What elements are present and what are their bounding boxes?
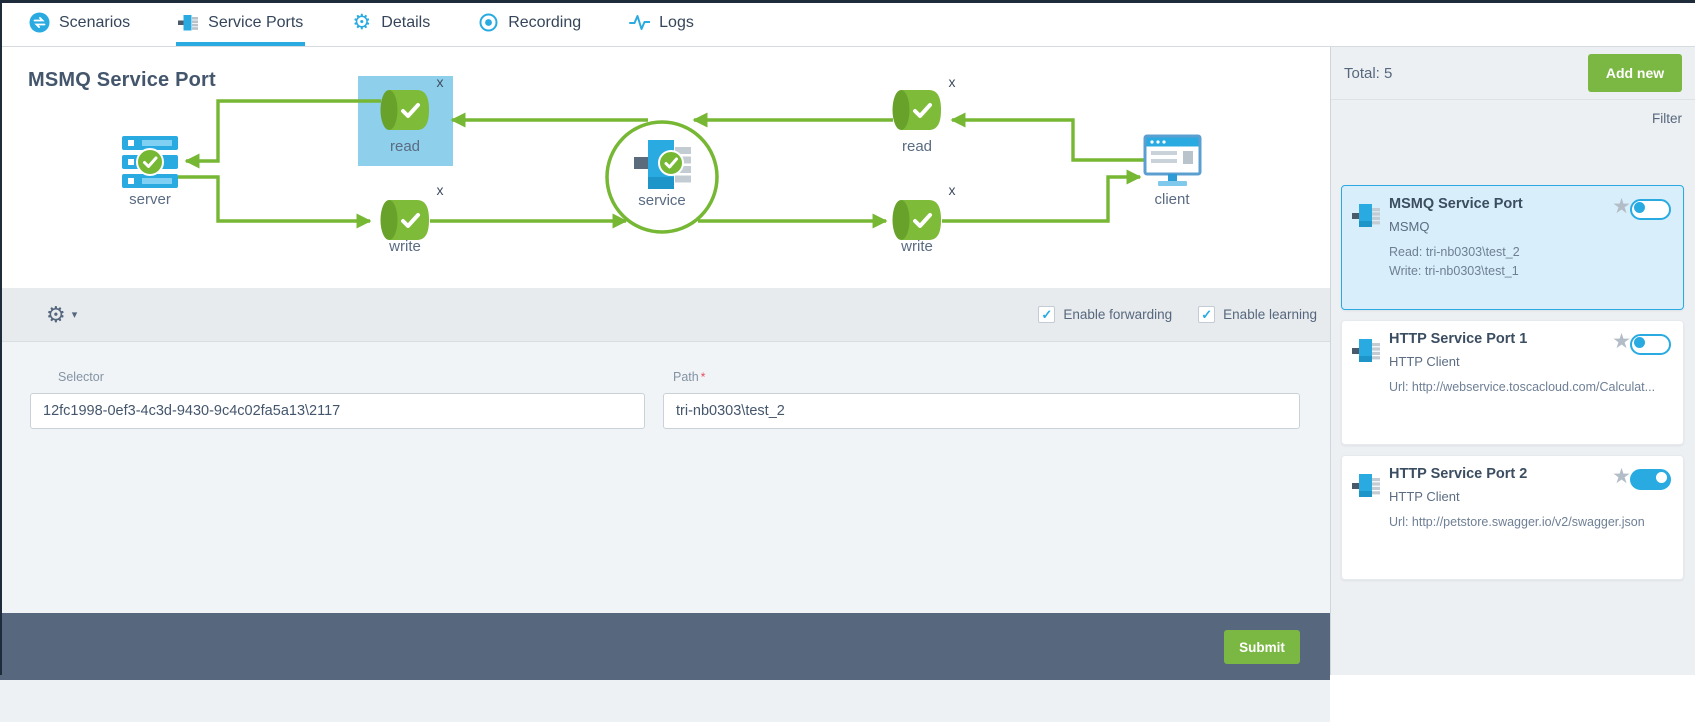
- tab-details[interactable]: ⚙ Details: [349, 3, 432, 46]
- selector-input[interactable]: [30, 393, 645, 429]
- card-read-path: Read: tri-nb0303\test_2: [1389, 245, 1520, 259]
- favorite-star-icon[interactable]: ★: [1612, 330, 1631, 353]
- card-title: HTTP Service Port 2: [1389, 466, 1528, 482]
- gear-icon: ⚙: [352, 11, 372, 34]
- diagram-toolbar: ⚙ ▾ ✓ Enable forwarding ✓ Enable learnin…: [0, 288, 1330, 342]
- chevron-down-icon: ▾: [71, 309, 78, 321]
- write-queue-left-node[interactable]: write x: [380, 182, 444, 255]
- enable-learning-label: Enable learning: [1223, 307, 1317, 322]
- tab-scenarios[interactable]: Scenarios: [27, 3, 132, 46]
- remove-node-button[interactable]: x: [949, 182, 956, 198]
- read-queue-left-node[interactable]: read x: [380, 74, 444, 155]
- service-node[interactable]: service: [605, 120, 719, 234]
- required-asterisk: *: [700, 370, 706, 384]
- service-port-plug-icon: [634, 140, 691, 189]
- add-new-button[interactable]: Add new: [1588, 54, 1682, 92]
- remove-node-button[interactable]: x: [437, 182, 444, 198]
- service-port-card-http-2[interactable]: HTTP Service Port 2 HTTP Client Url: htt…: [1341, 455, 1684, 580]
- card-url: Url: http://webservice.toscacloud.com/Ca…: [1389, 380, 1656, 394]
- filter-control[interactable]: Filter: [1652, 111, 1682, 126]
- card-subtitle: HTTP Client: [1389, 354, 1460, 369]
- card-subtitle: MSMQ: [1389, 219, 1430, 234]
- write-left-label: write: [388, 238, 421, 255]
- toggle-knob: [1656, 472, 1667, 483]
- service-port-plug-icon: [1352, 202, 1382, 234]
- read-queue-right-node[interactable]: read x: [892, 74, 956, 155]
- card-title: HTTP Service Port 1: [1389, 331, 1528, 347]
- read-left-label: read: [390, 138, 420, 155]
- tab-label: Logs: [659, 13, 694, 31]
- server-label: server: [129, 191, 171, 208]
- selector-field-label: Selector: [58, 370, 104, 384]
- client-label: client: [1154, 191, 1190, 208]
- card-title: MSMQ Service Port: [1389, 196, 1523, 212]
- scenarios-sync-icon: [29, 12, 50, 33]
- enable-learning-checkbox[interactable]: ✓: [1198, 306, 1216, 323]
- submit-button[interactable]: Submit: [1224, 630, 1300, 664]
- read-right-label: read: [902, 138, 932, 155]
- remove-node-button[interactable]: x: [949, 74, 956, 90]
- write-queue-right-node[interactable]: write x: [892, 182, 956, 255]
- logs-pulse-icon: [629, 12, 651, 33]
- service-port-diagram: MSMQ Service Port: [0, 47, 1330, 288]
- enable-forwarding-label: Enable forwarding: [1063, 307, 1173, 322]
- tab-label: Details: [381, 13, 431, 31]
- favorite-star-icon[interactable]: ★: [1612, 195, 1631, 218]
- top-navigation: Scenarios Service Ports ⚙ Details Record…: [0, 3, 1695, 47]
- card-enable-toggle[interactable]: [1630, 199, 1671, 220]
- diagram-canvas: server read x write x: [122, 74, 1202, 255]
- path-input[interactable]: [663, 393, 1300, 429]
- client-monitor-icon: [1143, 134, 1202, 186]
- path-field-label: Path*: [673, 370, 706, 384]
- service-ports-sidebar: Total: 5 Add new Filter MSMQ Service Por…: [1330, 47, 1695, 675]
- service-port-card-http-1[interactable]: HTTP Service Port 1 HTTP Client Url: htt…: [1341, 320, 1684, 445]
- server-icon: [122, 136, 178, 188]
- window-top-edge: [0, 0, 1695, 3]
- card-url: Url: http://petstore.swagger.io/v2/swagg…: [1389, 515, 1645, 529]
- service-port-form: Selector Path*: [0, 342, 1330, 613]
- total-count-label: Total: 5: [1344, 64, 1393, 82]
- toggle-knob: [1634, 202, 1645, 213]
- service-port-plug-icon: [1352, 337, 1382, 369]
- window-left-edge: [0, 0, 2, 675]
- connection-arrows: [178, 99, 1146, 229]
- client-node[interactable]: client: [1143, 134, 1202, 208]
- favorite-star-icon[interactable]: ★: [1612, 465, 1631, 488]
- main-panel: MSMQ Service Port: [0, 47, 1330, 722]
- service-port-plug-icon: [1352, 472, 1382, 504]
- service-port-plug-icon: [178, 12, 199, 33]
- tab-recording[interactable]: Recording: [476, 3, 583, 46]
- remove-node-button[interactable]: x: [437, 74, 444, 90]
- tab-service-ports[interactable]: Service Ports: [176, 3, 306, 46]
- server-node[interactable]: server: [122, 136, 178, 208]
- arrow-client-to-read: [950, 112, 1146, 162]
- sidebar-header: Total: 5 Add new: [1331, 47, 1695, 100]
- tab-label: Recording: [508, 13, 582, 31]
- card-write-path: Write: tri-nb0303\test_1: [1389, 264, 1519, 278]
- tab-label: Scenarios: [59, 13, 131, 31]
- tab-label: Service Ports: [208, 13, 304, 31]
- arrow-write-to-client: [942, 169, 1142, 223]
- card-enable-toggle[interactable]: [1630, 469, 1671, 490]
- gear-icon: ⚙: [46, 301, 66, 327]
- tab-logs[interactable]: Logs: [627, 3, 696, 46]
- settings-dropdown-button[interactable]: ⚙ ▾: [46, 301, 78, 327]
- arrow-read-to-server: [184, 99, 381, 169]
- card-enable-toggle[interactable]: [1630, 334, 1671, 355]
- service-label: service: [638, 192, 686, 209]
- arrow-server-to-write: [178, 175, 372, 229]
- form-footer-bar: Submit: [0, 613, 1330, 680]
- card-subtitle: HTTP Client: [1389, 489, 1460, 504]
- page-title: MSMQ Service Port: [28, 69, 216, 91]
- record-icon: [478, 12, 499, 33]
- bottom-strip: [0, 680, 1330, 722]
- toggle-knob: [1634, 337, 1645, 348]
- write-right-label: write: [900, 238, 933, 255]
- enable-forwarding-checkbox[interactable]: ✓: [1038, 306, 1056, 323]
- service-port-card-msmq[interactable]: MSMQ Service Port MSMQ Read: tri-nb0303\…: [1341, 185, 1684, 310]
